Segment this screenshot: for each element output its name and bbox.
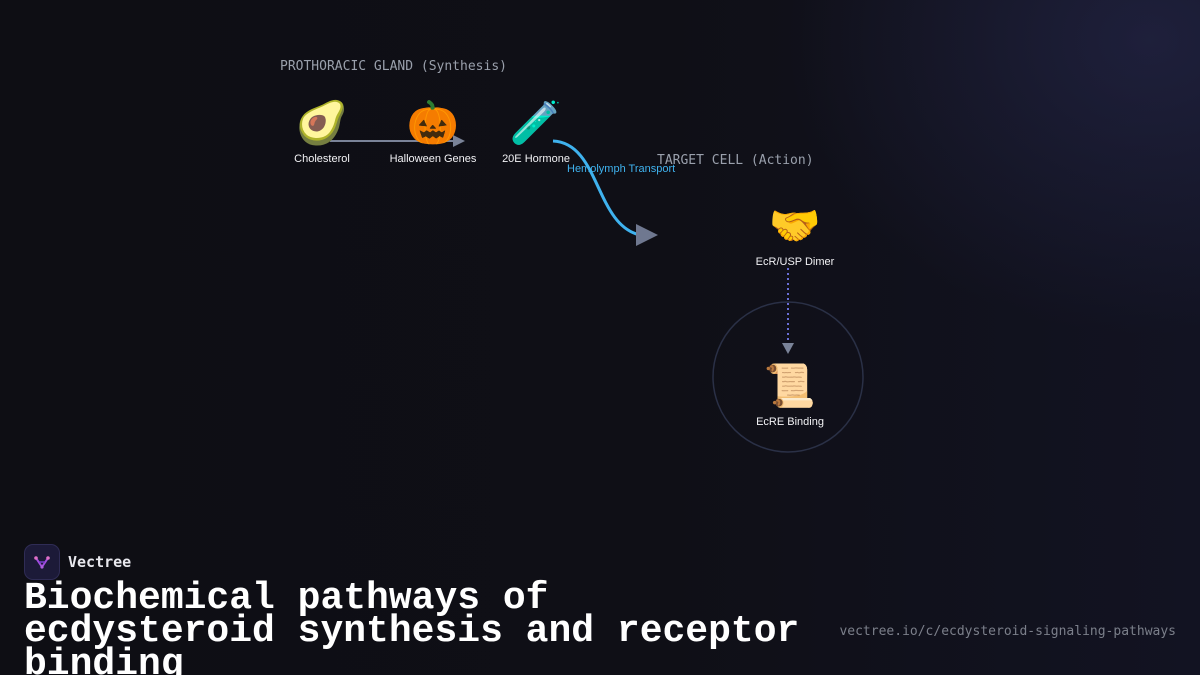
edge-dimer-arrowhead [782, 343, 794, 354]
node-label: 20E Hormone [502, 153, 570, 165]
node-ecre-binding: 📜 EcRE Binding [730, 361, 850, 428]
avocado-icon: 🥑 [295, 98, 349, 147]
edge-label-hemolymph-transport: Hemolymph Transport [567, 163, 676, 175]
node-label: EcRE Binding [756, 416, 824, 428]
node-20e-hormone: 🧪 20E Hormone [476, 98, 596, 165]
node-halloween-genes: 🎃 Halloween Genes [373, 98, 493, 165]
test-tube-icon: 🧪 [509, 98, 563, 147]
section-label-synthesis: PROTHORACIC GLAND (Synthesis) [280, 59, 507, 74]
node-cholesterol: 🥑 Cholesterol [262, 98, 382, 165]
node-ecr-usp-dimer: 🤝 EcR/USP Dimer [735, 201, 855, 268]
edge-hemolymph-arrowhead [636, 224, 658, 246]
node-label: Cholesterol [294, 153, 350, 165]
edge-hemolymph-transport [552, 139, 641, 237]
brand-name: Vectree [68, 553, 132, 571]
page-title: Biochemical pathways of ecdysteroid synt… [24, 577, 800, 675]
node-label: Halloween Genes [389, 153, 477, 165]
handshake-icon: 🤝 [768, 201, 822, 250]
scroll-icon: 📜 [763, 361, 817, 410]
node-label: EcR/USP Dimer [755, 256, 835, 268]
brand: Vectree [24, 544, 131, 580]
source-url: vectree.io/c/ecdysteroid-signaling-pathw… [839, 624, 1176, 639]
vectree-logo-icon [24, 544, 60, 580]
edge-cholesterol-arrowhead [453, 135, 465, 147]
nucleus-ring [712, 301, 864, 453]
pumpkin-icon: 🎃 [406, 98, 460, 147]
section-label-action: TARGET CELL (Action) [657, 153, 814, 168]
